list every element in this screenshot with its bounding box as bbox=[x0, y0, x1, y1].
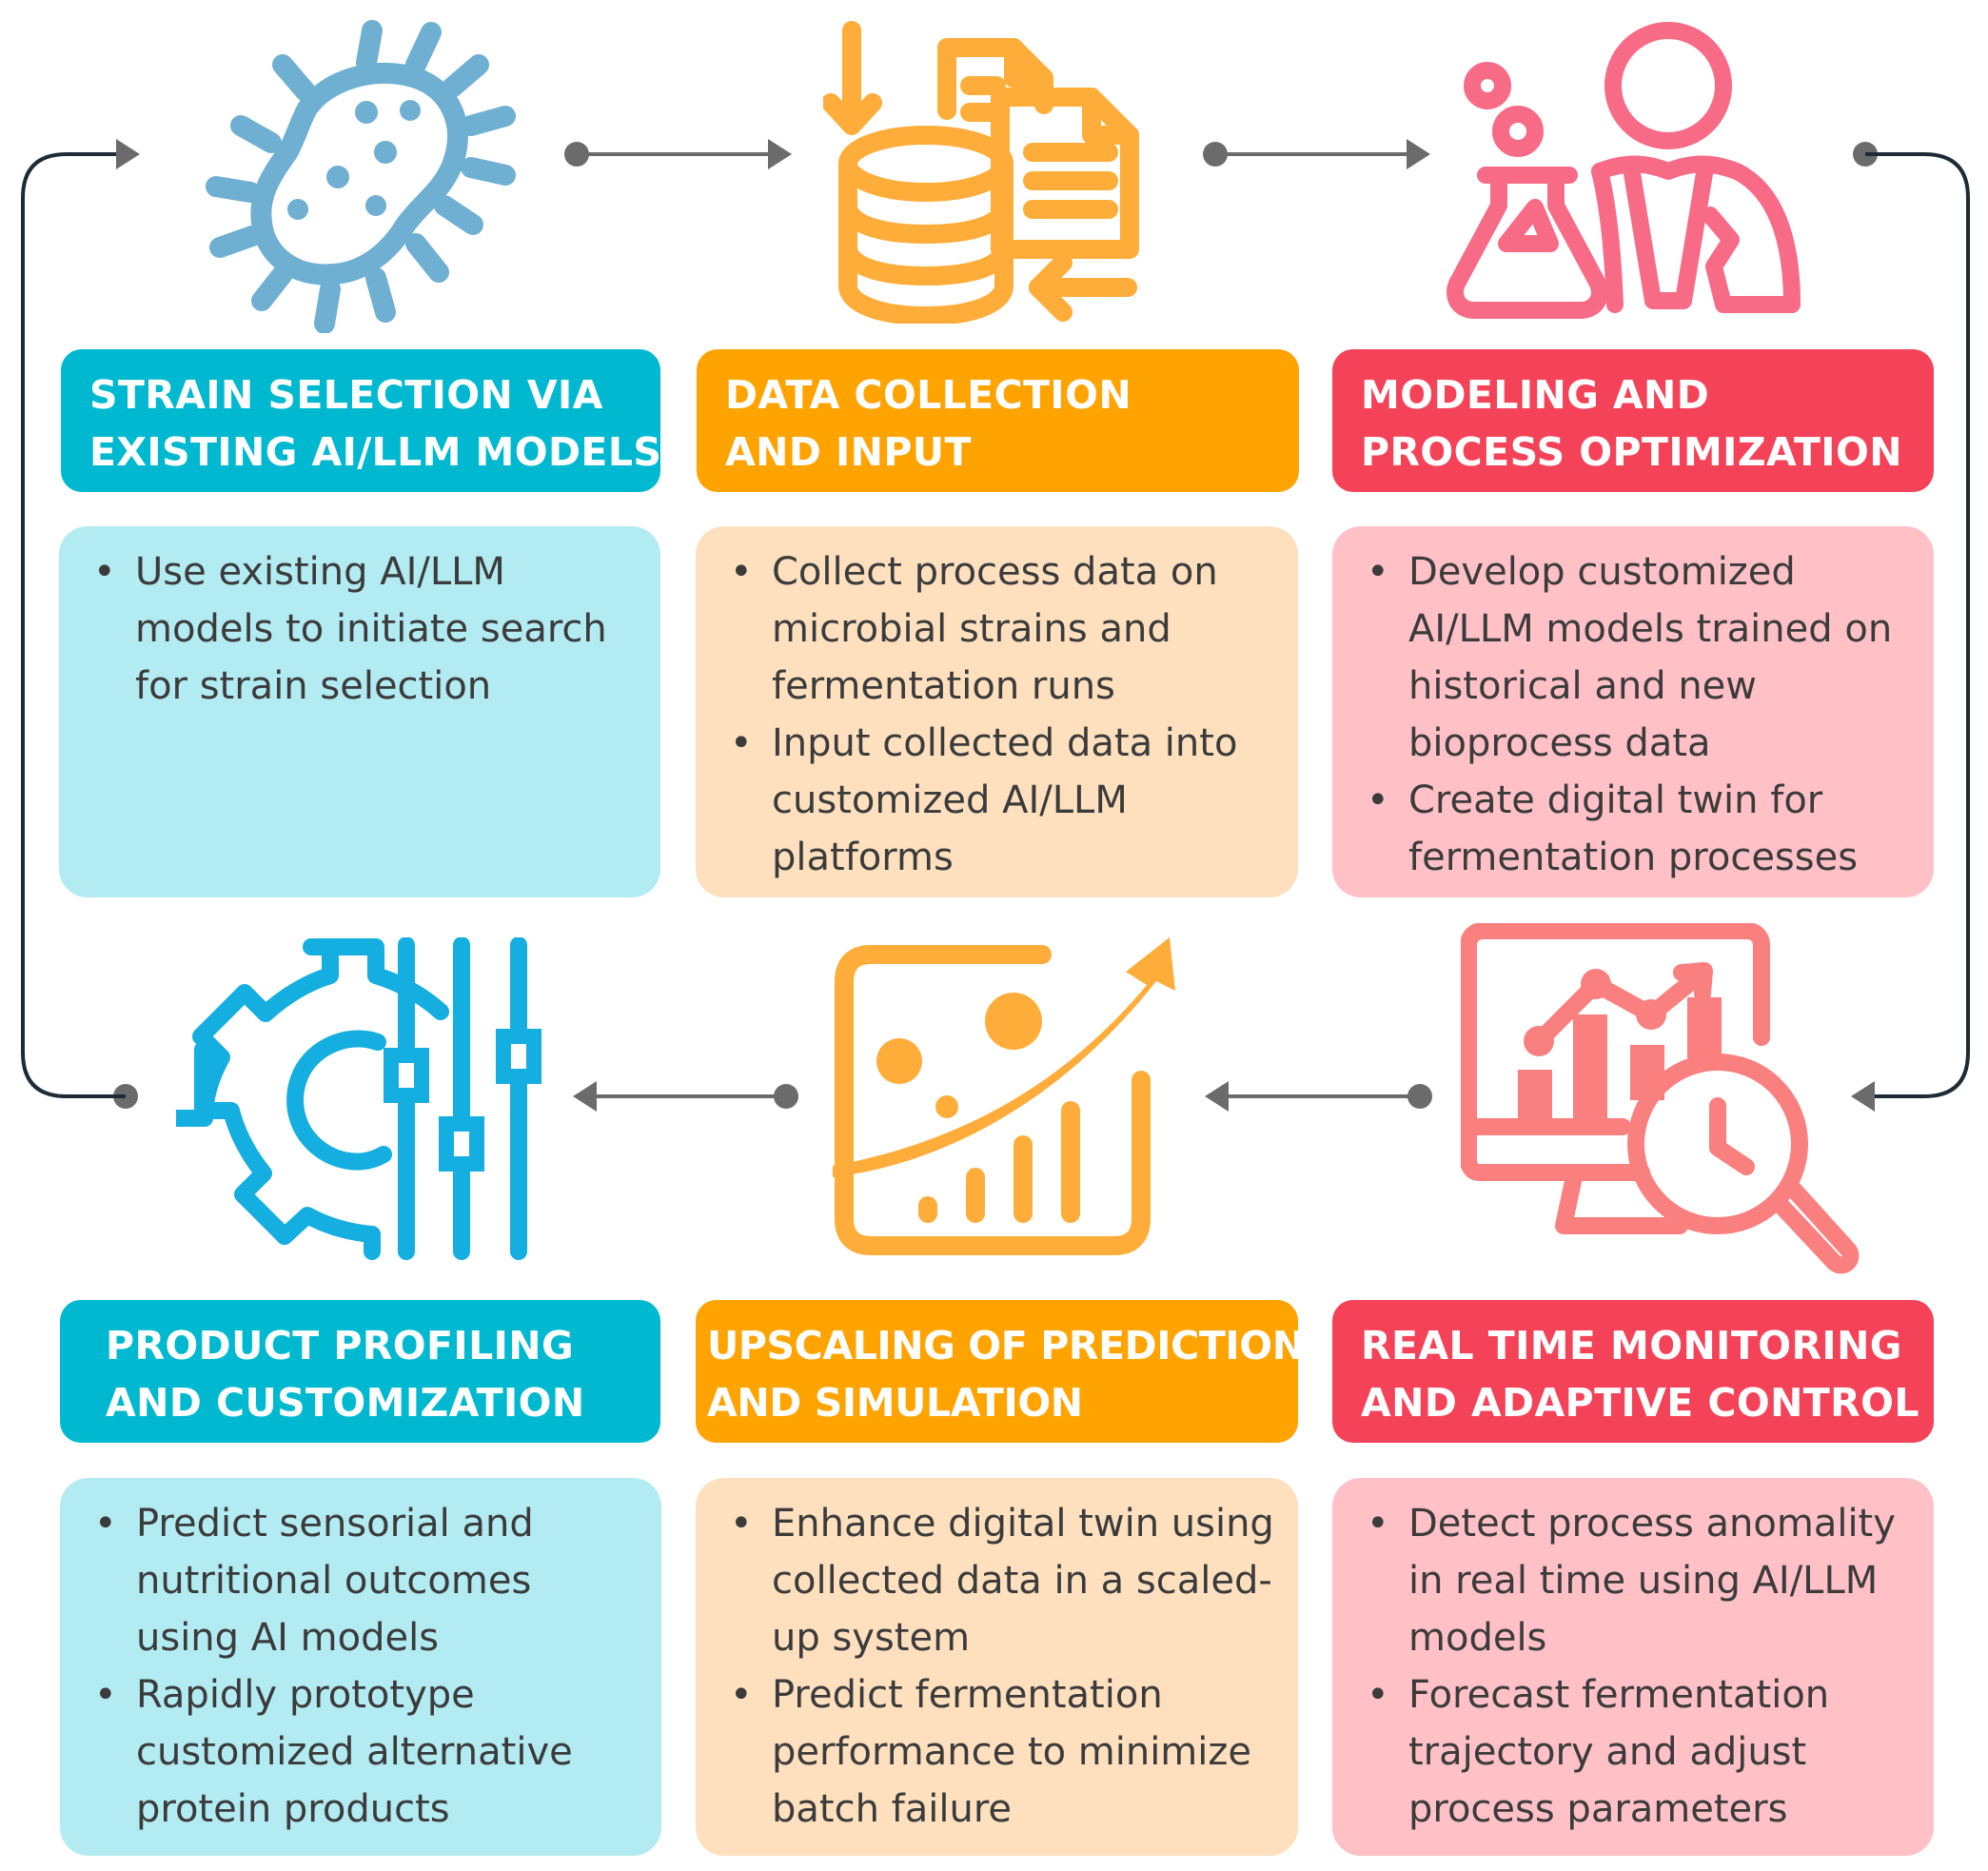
body-strain-selection: Use existing AI/LLM models to initiate s… bbox=[59, 526, 660, 897]
header-product-profiling: PRODUCT PROFILING AND CUSTOMIZATION bbox=[60, 1300, 660, 1443]
list-item: Input collected data into customized AI/… bbox=[715, 715, 1279, 886]
list-item: Enhance digital twin using collected dat… bbox=[715, 1495, 1279, 1666]
bullet-list: Develop customized AI/LLM models trained… bbox=[1351, 543, 1915, 886]
header-line-1: PRODUCT PROFILING bbox=[106, 1323, 575, 1369]
header-line-2: AND ADAPTIVE CONTROL bbox=[1361, 1380, 1919, 1426]
arrow-data-to-modeling bbox=[1203, 139, 1430, 169]
list-item: Rapidly prototype customized alternative… bbox=[79, 1666, 642, 1838]
header-line-1: UPSCALING OF PREDICTION bbox=[707, 1323, 1298, 1369]
list-item: Develop customized AI/LLM models trained… bbox=[1351, 543, 1915, 772]
gear-sliders-icon bbox=[176, 937, 541, 1260]
bullet-list: Enhance digital twin using collected dat… bbox=[715, 1495, 1279, 1838]
header-strain-selection: STRAIN SELECTION VIA EXISTING AI/LLM MOD… bbox=[61, 349, 660, 492]
monitor-analytics-icon bbox=[1461, 923, 1860, 1274]
body-data-collection: Collect process data on microbial strain… bbox=[696, 526, 1298, 897]
body-modeling-optimization: Develop customized AI/LLM models trained… bbox=[1332, 526, 1934, 897]
list-item: Predict sensorial and nutritional outcom… bbox=[79, 1495, 642, 1666]
body-product-profiling: Predict sensorial and nutritional outcom… bbox=[60, 1478, 661, 1856]
scientist-flask-icon bbox=[1447, 22, 1801, 319]
header-line-2: AND CUSTOMIZATION bbox=[106, 1380, 585, 1426]
bacterium-icon bbox=[206, 20, 516, 333]
header-line-2: AND SIMULATION bbox=[707, 1380, 1083, 1426]
header-data-collection: DATA COLLECTION AND INPUT bbox=[697, 349, 1299, 492]
list-item: Detect process anomality in real time us… bbox=[1351, 1495, 1915, 1666]
body-real-time-monitoring: Detect process anomality in real time us… bbox=[1332, 1478, 1934, 1856]
header-line-1: DATA COLLECTION bbox=[725, 372, 1132, 418]
list-item: Forecast fermentation trajectory and adj… bbox=[1351, 1666, 1915, 1838]
header-modeling-optimization: MODELING AND PROCESS OPTIMIZATION bbox=[1332, 349, 1934, 492]
loop-connector-left bbox=[21, 139, 140, 1109]
header-line-2: PROCESS OPTIMIZATION bbox=[1361, 429, 1902, 475]
list-item: Collect process data on microbial strain… bbox=[715, 543, 1279, 715]
database-documents-icon bbox=[823, 21, 1139, 324]
header-line-1: REAL TIME MONITORING bbox=[1361, 1323, 1902, 1369]
arrow-monitoring-to-upscaling bbox=[1205, 1081, 1432, 1112]
bullet-list: Detect process anomality in real time us… bbox=[1351, 1495, 1915, 1838]
body-upscaling: Enhance digital twin using collected dat… bbox=[696, 1478, 1298, 1856]
list-item: Use existing AI/LLM models to initiate s… bbox=[78, 543, 641, 715]
header-line-2: EXISTING AI/LLM MODELS bbox=[89, 429, 660, 475]
bullet-list: Predict sensorial and nutritional outcom… bbox=[79, 1495, 642, 1838]
bullet-list: Use existing AI/LLM models to initiate s… bbox=[78, 543, 641, 715]
loop-connector-right bbox=[1851, 142, 1970, 1112]
header-upscaling: UPSCALING OF PREDICTION AND SIMULATION bbox=[696, 1300, 1298, 1443]
arrow-strain-to-data bbox=[564, 139, 792, 169]
header-line-1: STRAIN SELECTION VIA bbox=[89, 372, 603, 418]
bullet-list: Collect process data on microbial strain… bbox=[715, 543, 1279, 886]
list-item: Predict fermentation performance to mini… bbox=[715, 1666, 1279, 1838]
list-item: Create digital twin for fermentation pro… bbox=[1351, 772, 1915, 886]
header-line-2: AND INPUT bbox=[725, 429, 972, 475]
header-line-1: MODELING AND bbox=[1361, 372, 1710, 418]
header-real-time-monitoring: REAL TIME MONITORING AND ADAPTIVE CONTRO… bbox=[1332, 1300, 1934, 1443]
growth-chart-icon bbox=[833, 937, 1175, 1255]
arrow-upscaling-to-profiling bbox=[573, 1081, 798, 1112]
